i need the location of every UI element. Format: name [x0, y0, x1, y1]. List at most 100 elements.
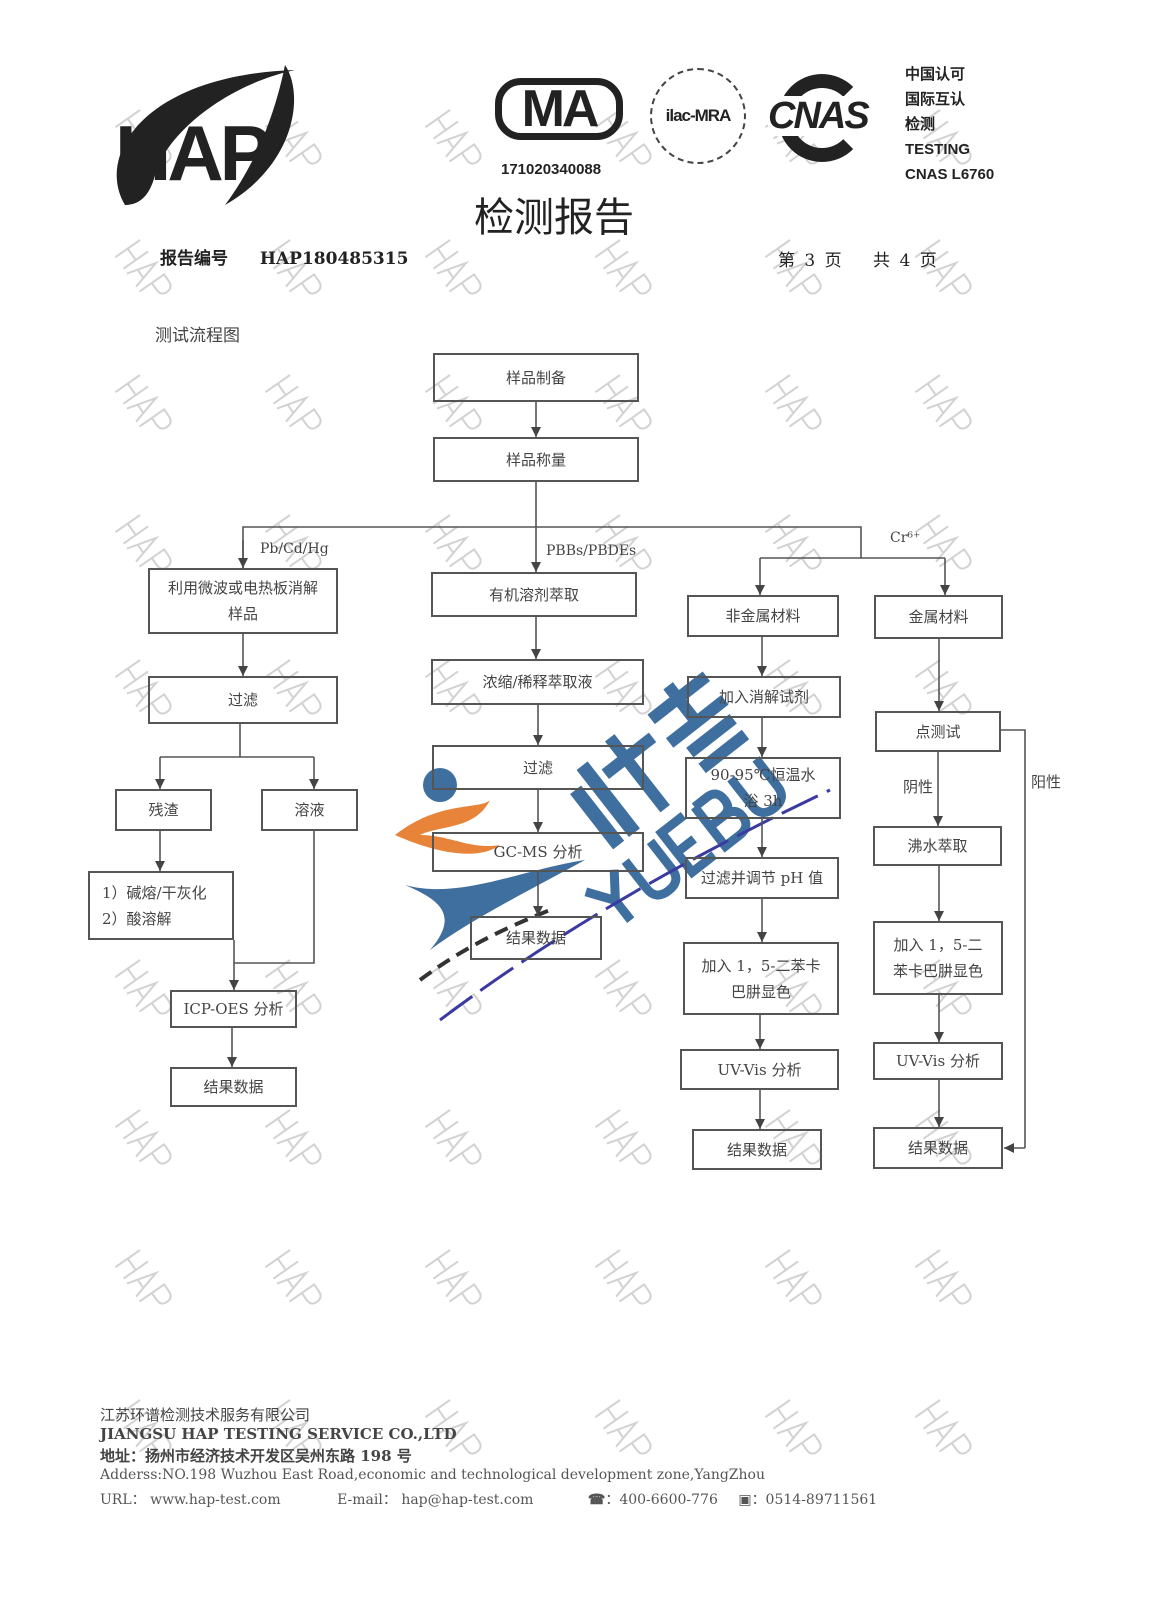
flow-step-result-left: 结果数据: [170, 1067, 297, 1107]
hap-watermark-mark: [914, 1399, 972, 1455]
hap-watermark-mark: [764, 1399, 822, 1455]
hap-watermark-mark: [764, 659, 822, 715]
footer-company-cn: 江苏环谱检测技术服务有限公司: [100, 1406, 311, 1424]
hap-watermark-mark: [424, 239, 482, 295]
page-info: 第 3 页 共 4 页: [778, 251, 937, 271]
hap-watermark-mark: [264, 1399, 322, 1455]
hap-watermark-mark: [594, 1249, 652, 1305]
hap-watermark-mark: [114, 374, 172, 430]
hap-watermark-mark: [264, 959, 322, 1015]
hap-watermark-mark: [424, 1109, 482, 1165]
flow-step-gc-ms: GC-MS 分析: [432, 832, 644, 872]
hap-watermark-mark: [114, 1249, 172, 1305]
phone-icon: ☎: [587, 1492, 606, 1508]
flow-step-uv-vis-nonmetal: UV-Vis 分析: [680, 1049, 839, 1090]
hap-watermark-mark: [764, 959, 822, 1015]
hap-watermark-mark: [914, 109, 972, 165]
hap-watermark-mark: [914, 514, 972, 570]
hap-watermark-mark: [424, 514, 482, 570]
hap-watermark-mark: [914, 239, 972, 295]
hap-watermark-mark: [264, 1109, 322, 1165]
hap-watermark-mark: [424, 959, 482, 1015]
flow-step-metal: 金属材料: [874, 595, 1003, 639]
ilac-mra-logo: ilac-MRA: [650, 68, 746, 164]
hap-watermark-mark: [914, 959, 972, 1015]
hap-watermark-mark: [114, 1109, 172, 1165]
flow-step-residue-treatment: 1）碱熔/干灰化 2）酸溶解: [88, 871, 234, 940]
label-positive: 阳性: [1031, 773, 1062, 791]
hap-watermark-mark: [594, 659, 652, 715]
hap-watermark-mark: [764, 1249, 822, 1305]
flow-step-nonmetal: 非金属材料: [687, 595, 839, 637]
hap-watermark-mark: [594, 514, 652, 570]
hap-logo: HAP: [115, 65, 295, 205]
hap-watermark-mark: [914, 659, 972, 715]
hap-watermark-mark: [424, 1399, 482, 1455]
flow-step-result-nonmetal: 结果数据: [692, 1129, 822, 1170]
branch-label-pb-cd-hg: Pb/Cd/Hg: [260, 541, 329, 557]
cma-logo: MA: [495, 78, 623, 140]
flow-step-residue: 残渣: [115, 789, 212, 831]
hap-watermark-mark: [594, 1109, 652, 1165]
hap-watermark-mark: [264, 514, 322, 570]
label-negative: 阴性: [903, 778, 934, 796]
footer-company-en: JIANGSU HAP TESTING SERVICE CO.,LTD: [100, 1425, 457, 1443]
hap-watermark-mark: [914, 1249, 972, 1305]
hap-watermark-mark: [114, 959, 172, 1015]
hap-watermark-mark: [764, 514, 822, 570]
flow-step-add-digest-reagent: 加入消解试剂: [687, 676, 841, 718]
fax-icon: ▣: [738, 1492, 752, 1508]
flow-step-filter-ph: 过滤并调节 pH 值: [685, 857, 839, 899]
footer-contact: URL： www.hap-test.com E-mail： hap@hap-te…: [100, 1492, 878, 1508]
flow-step-boil-extract: 沸水萃取: [873, 826, 1002, 866]
hap-watermark-mark: [264, 1249, 322, 1305]
hap-watermark-mark: [594, 1399, 652, 1455]
flow-step-result-metal: 结果数据: [873, 1127, 1003, 1169]
hap-watermark-mark: [764, 239, 822, 295]
hap-watermark-mark: [114, 659, 172, 715]
flow-step-solution: 溶液: [261, 789, 358, 831]
section-title: 测试流程图: [155, 326, 240, 346]
hap-watermark-mark: [424, 1249, 482, 1305]
branch-label-cr6: Cr⁶⁺: [890, 530, 921, 546]
report-number: 报告编号 HAP180485315: [160, 249, 409, 269]
footer-url[interactable]: www.hap-test.com: [150, 1492, 281, 1508]
flow-step-sample-weigh: 样品称量: [433, 437, 639, 482]
hap-watermark-mark: [114, 514, 172, 570]
flow-step-spot-test: 点测试: [875, 711, 1001, 752]
footer-address-en: Adderss:NO.198 Wuzhou East Road,economic…: [100, 1467, 765, 1483]
footer-email[interactable]: hap@hap-test.com: [401, 1492, 534, 1508]
hap-watermark-mark: [594, 239, 652, 295]
cma-number: 171020340088: [501, 161, 602, 178]
flow-step-filter-left: 过滤: [148, 676, 338, 724]
yuebu-watermark: [395, 671, 831, 1022]
flow-step-solvent-extract: 有机溶剂萃取: [431, 572, 637, 617]
hap-watermark-mark: [424, 374, 482, 430]
hap-watermark-mark: [594, 959, 652, 1015]
hap-watermark-mark: [424, 109, 482, 165]
accreditation-text: 中国认可 国际互认 检测 TESTING CNAS L6760: [905, 66, 995, 183]
flow-step-color-nonmetal: 加入 1，5-二苯卡巴肼显色: [683, 942, 839, 1015]
hap-watermark-mark: [264, 374, 322, 430]
flow-step-concentrate: 浓缩/稀释萃取液: [431, 659, 644, 705]
footer-address-cn: 地址：扬州市经济技术开发区吴州东路 198 号: [100, 1447, 412, 1465]
hap-watermark-mark: [264, 659, 322, 715]
flow-step-color-metal: 加入 1，5-二苯卡巴肼显色: [873, 921, 1003, 995]
hap-watermark-mark: [764, 374, 822, 430]
hap-watermark-mark: [264, 239, 322, 295]
hap-watermark-mark: [424, 659, 482, 715]
hap-watermark-mark: [114, 239, 172, 295]
report-title: 检测报告: [474, 195, 634, 241]
hap-logo-text: HAP: [115, 109, 270, 197]
flow-step-digest: 利用微波或电热板消解样品: [148, 568, 338, 634]
flow-step-sample-prep: 样品制备: [433, 353, 639, 402]
flow-step-result-middle: 结果数据: [470, 916, 602, 960]
flow-step-uv-vis-metal: UV-Vis 分析: [873, 1042, 1003, 1080]
flow-step-water-bath: 90-95℃恒温水浴 3h: [685, 757, 841, 819]
hap-watermark-mark: [914, 1109, 972, 1165]
flow-step-icp-oes: ICP-OES 分析: [170, 990, 297, 1028]
branch-label-pbbs: PBBs/PBDEs: [546, 543, 637, 559]
hap-watermark-mark: [914, 374, 972, 430]
